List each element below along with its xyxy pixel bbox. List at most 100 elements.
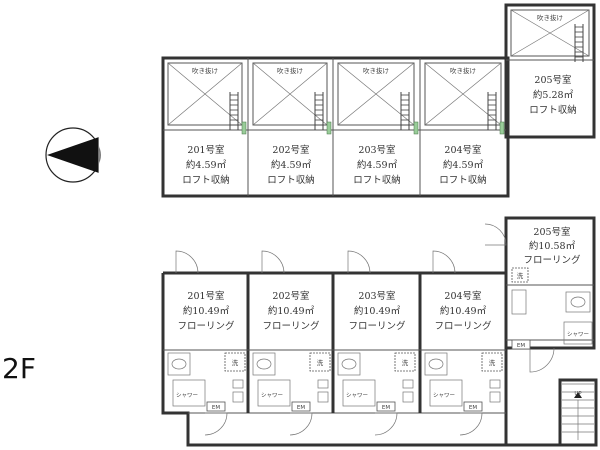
void-frame: [167, 62, 243, 126]
void-frame: [424, 62, 502, 126]
hatch-marker: [241, 121, 247, 135]
meter-box: [206, 401, 226, 412]
door-swing: [529, 347, 555, 373]
meter-box: [511, 339, 531, 350]
void-cross-line: [167, 62, 243, 126]
shower-room: [429, 379, 463, 407]
washer-icon: [224, 352, 246, 372]
toilet-icon: [337, 352, 361, 376]
void-area: 吹き抜け: [167, 62, 243, 126]
doors: [175, 223, 555, 436]
floor-room-area: 約10.49㎡: [440, 305, 487, 317]
meter-box-label: EM: [469, 405, 477, 411]
shower-room: [172, 379, 206, 407]
cabinet: [232, 379, 244, 389]
loft-ladders: [229, 24, 584, 135]
floor-room-number: 205号室: [533, 226, 570, 238]
loft-room-area: 約4.59㎡: [271, 159, 312, 171]
toilet-bowl: [171, 358, 187, 370]
floor-room-area: 約10.49㎡: [268, 305, 315, 317]
void-frame: [510, 9, 590, 57]
north-arrow-icon: [45, 127, 101, 183]
loft-room-use: ロフト収納: [267, 174, 315, 186]
toilet-icon: [167, 352, 191, 376]
loft-room-number: 205号室: [534, 74, 571, 86]
loft-room-use: ロフト収納: [182, 174, 230, 186]
cabinet: [489, 379, 501, 389]
void-label: 吹き抜け: [277, 66, 303, 75]
floor-room-area: 約10.49㎡: [354, 305, 401, 317]
meter-box: [291, 401, 311, 412]
shower-label: シャワー: [346, 392, 368, 399]
void-label-bg: [273, 66, 307, 75]
loft-room-area: 約4.59㎡: [357, 159, 398, 171]
hatch-marker: [326, 121, 332, 135]
meter-box: [376, 401, 396, 412]
shower-label: シャワー: [433, 392, 455, 399]
void-areas: 吹き抜け吹き抜け吹き抜け吹き抜け吹き抜け: [167, 9, 590, 126]
void-area: 吹き抜け: [252, 62, 328, 126]
floor-room-area: 約10.58㎡: [529, 240, 576, 252]
loft-room-use: ロフト収納: [353, 174, 401, 186]
floor-room-labels: 201号室 約10.49㎡ フローリング 202号室 約10.49㎡ フローリン…: [177, 226, 581, 332]
door-swing: [432, 250, 456, 274]
ladder-icon: [574, 24, 584, 62]
door-swing: [459, 412, 483, 436]
void-label: 吹き抜け: [363, 66, 389, 75]
loft-room-labels: 201号室 約4.59㎡ ロフト収納 202号室 約4.59㎡ ロフト収納 20…: [182, 74, 577, 186]
door-swing: [374, 412, 398, 436]
floor-room-number: 201号室: [187, 290, 224, 302]
toilet-icon: [252, 352, 276, 376]
floor-room-use: フローリング: [348, 320, 406, 332]
meter-box-label: EM: [517, 343, 525, 349]
washer-icon: [481, 352, 503, 372]
washer-icon: [511, 267, 529, 283]
floor-room-use: フローリング: [177, 320, 235, 332]
toilet-bowl: [256, 358, 272, 370]
void-label: 吹き抜け: [450, 66, 476, 75]
shower-label: シャワー: [176, 392, 198, 399]
floor-room-use: フローリング: [434, 320, 492, 332]
void-area: 吹き抜け: [424, 62, 502, 126]
floor-label: 2F: [2, 352, 36, 385]
toilet-icon: [424, 352, 448, 376]
toilet-bowl: [428, 358, 444, 370]
cabinet: [511, 289, 527, 315]
loft-room-number: 202号室: [272, 144, 309, 156]
loft-room-number: 203号室: [358, 144, 395, 156]
meter-box-label: EM: [212, 405, 220, 411]
void-frame: [252, 62, 328, 126]
door-swing: [261, 250, 285, 274]
void-label: 吹き抜け: [537, 13, 563, 22]
shower-label: シャワー: [567, 331, 589, 338]
void-area: 吹き抜け: [510, 9, 590, 57]
sink-icon: [317, 391, 329, 403]
washer-label: 洗: [517, 271, 524, 280]
ladder-icon: [229, 92, 239, 130]
door-swing: [289, 412, 313, 436]
void-cross-line: [424, 62, 502, 126]
loft-outline: [161, 56, 510, 198]
sink-icon: [402, 391, 414, 403]
loft-room-use: ロフト収納: [439, 174, 487, 186]
toilet-icon: [565, 291, 591, 313]
floor-room-number: 203号室: [358, 290, 395, 302]
floor-room-number: 202号室: [272, 290, 309, 302]
void-label-bg: [188, 66, 222, 75]
hatch-marker: [499, 121, 505, 135]
door-swing: [347, 250, 371, 274]
void-label: 吹き抜け: [192, 66, 218, 75]
washer-icon: [394, 352, 416, 372]
washer-label: 洗: [402, 358, 409, 367]
ladder-icon: [487, 92, 497, 130]
sink-icon: [232, 391, 244, 403]
void-cross-line: [252, 62, 328, 126]
washer-icon: [309, 352, 331, 372]
void-label-bg: [359, 66, 393, 75]
hatch-marker: [413, 121, 419, 135]
cabinet: [402, 379, 414, 389]
